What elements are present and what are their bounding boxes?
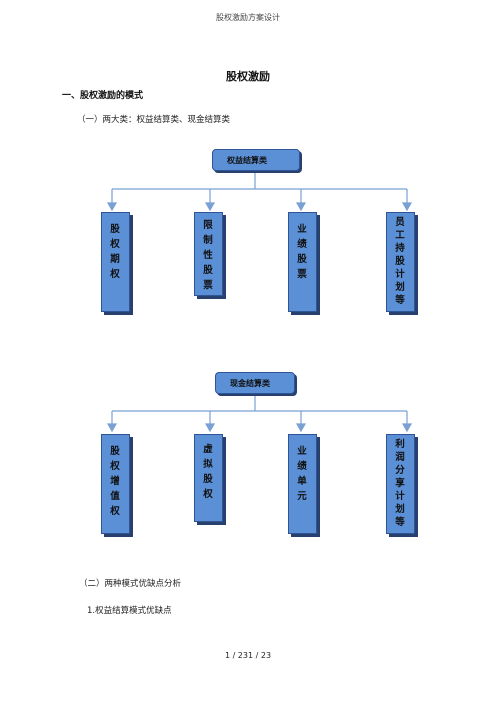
- child-box: [288, 212, 317, 312]
- child-label: 股权增值权: [110, 446, 120, 517]
- section-heading: 一、股权激励的模式: [62, 91, 144, 101]
- paragraph-categories: （一）两大类：权益结算类、现金结算类: [77, 115, 231, 125]
- child-box: [386, 212, 415, 312]
- child-box: [101, 434, 130, 534]
- equity-settlement-label: 权益结算类: [227, 155, 267, 165]
- cash-settlement-label: 现金结算类: [230, 378, 270, 388]
- child-box: [386, 434, 415, 534]
- page-header: 股权激励方案设计: [216, 13, 280, 22]
- child-label: 业绩单元: [297, 446, 307, 502]
- child-label: 业绩股票: [297, 224, 307, 280]
- child-label: 虚拟股权: [203, 444, 213, 500]
- child-box: [101, 212, 130, 312]
- child-label: 限制性股票: [203, 220, 213, 291]
- child-label: 利润分享计划等: [395, 439, 405, 528]
- child-box: [288, 434, 317, 534]
- paragraph-analysis: （二）两种模式优缺点分析: [79, 579, 182, 589]
- equity-settlement-box: 权益结算类: [212, 149, 300, 171]
- page-title: 股权激励: [226, 70, 270, 83]
- child-box: [194, 434, 223, 522]
- child-box: [194, 212, 223, 296]
- paragraph-subheading: 1.权益结算模式优缺点: [87, 606, 172, 616]
- child-label: 员工持股计划等: [395, 217, 405, 306]
- page-number: 1 / 231 / 23: [224, 651, 272, 660]
- child-label: 股权期权: [110, 224, 120, 280]
- cash-settlement-box: 现金结算类: [215, 372, 295, 394]
